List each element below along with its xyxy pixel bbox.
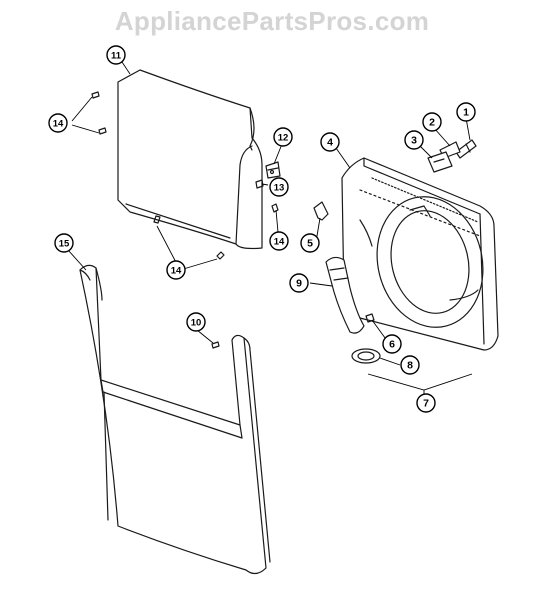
seal-part (351, 348, 381, 364)
callout-number: 14 (53, 119, 64, 130)
callout-1: 1 (456, 102, 476, 122)
screw-part (91, 91, 279, 260)
callout-number: 3 (411, 135, 417, 147)
callout-12: 12 (273, 127, 293, 147)
clip-part (365, 313, 375, 323)
callout-number: 6 (389, 339, 395, 351)
callout-circle (269, 177, 289, 197)
callout-14: 14 (48, 113, 68, 133)
callout-5: 5 (300, 233, 320, 253)
door-switch-part (427, 151, 453, 173)
callout-circle (54, 233, 74, 253)
callout-circle (404, 130, 424, 150)
callout-number: 8 (407, 360, 413, 372)
callout-number: 11 (111, 51, 122, 62)
door-catch-part (455, 139, 477, 159)
callout-number: 4 (327, 137, 333, 149)
callout-circle (300, 233, 320, 253)
callout-circle (269, 231, 289, 251)
callout-2: 2 (422, 112, 442, 132)
callout-circle (416, 393, 436, 413)
bracket-screw-part (255, 179, 264, 189)
top-panel-part (117, 69, 263, 250)
callout-number: 15 (59, 239, 70, 250)
callout-7: 7 (416, 393, 436, 413)
callout-4: 4 (320, 132, 340, 152)
callout-circle (273, 127, 293, 147)
callout-14: 14 (166, 260, 186, 280)
callout-circle (166, 260, 186, 280)
callout-9: 9 (289, 273, 309, 293)
callout-circle (320, 132, 340, 152)
callout-15: 15 (54, 233, 74, 253)
bulkhead-part (341, 157, 499, 351)
callout-number: 2 (429, 117, 435, 129)
watermark: AppliancePartsPros.com (114, 6, 430, 36)
front-panel-part (79, 264, 271, 575)
callout-number: 7 (423, 398, 429, 410)
callout-number: 14 (171, 266, 182, 277)
duct-bracket-part (313, 201, 329, 221)
callout-circle (456, 102, 476, 122)
callout-number: 14 (274, 237, 285, 248)
callout-number: 12 (278, 133, 289, 144)
hinge-bracket-part (265, 161, 281, 179)
callout-10: 10 (186, 312, 206, 332)
callout-circle (382, 334, 402, 354)
callout-circle (106, 45, 126, 65)
lint-duct-part (325, 256, 365, 334)
callout-8: 8 (400, 355, 420, 375)
callout-circle (400, 355, 420, 375)
callout-circle (289, 273, 309, 293)
callout-number: 1 (463, 107, 469, 119)
callout-6: 6 (382, 334, 402, 354)
callout-3: 3 (404, 130, 424, 150)
callout-13: 13 (269, 177, 289, 197)
callout-14: 14 (269, 231, 289, 251)
callout-circle (186, 312, 206, 332)
callout-number: 10 (191, 318, 202, 329)
callout-circle (48, 113, 68, 133)
callout-11: 11 (106, 45, 126, 65)
callout-number: 9 (296, 278, 302, 290)
callout-number: 13 (274, 183, 285, 194)
panel-screw-part (211, 341, 220, 349)
callout-circle (422, 112, 442, 132)
callout-number: 5 (307, 238, 313, 250)
